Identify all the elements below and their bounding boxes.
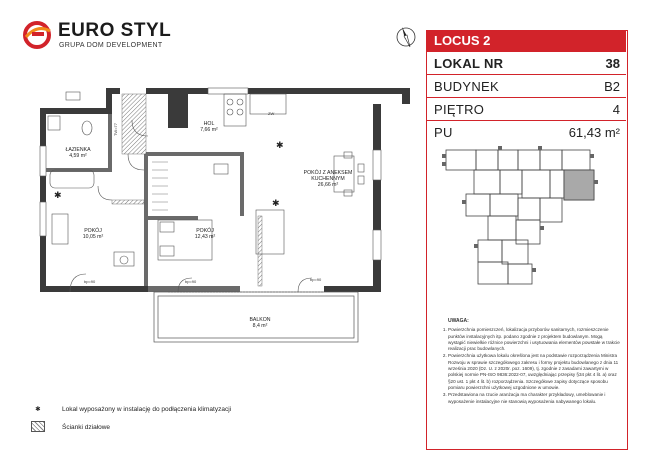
legend-row-partition: Ścianki działowe [30, 418, 290, 436]
info-value: B2 [604, 78, 620, 94]
bathtub [49, 169, 95, 189]
notes-title: UWAGA: [448, 318, 469, 324]
room-area: 8,4 m² [252, 323, 268, 329]
room-pokoj-1: POKÓJ 10,05 m² [73, 228, 113, 240]
note-item: Powierzchnia pomieszczeń, lokalizacja pr… [448, 327, 620, 352]
info-value: 4 [612, 101, 620, 117]
asterisk-icon: ✱ [35, 406, 41, 413]
wall [40, 108, 46, 292]
hatch-icon [31, 420, 45, 432]
legend: ✱ Lokal wyposażony w instalację do podłą… [30, 400, 290, 436]
room-area: 4,59 m² [69, 153, 87, 159]
room-name: POKÓJ Z ANEKSEM KUCHENNYM [303, 170, 353, 182]
balcony-outline [153, 291, 359, 343]
asterisk-icon: ✱ [272, 199, 280, 209]
info-row-pu: PU 61,43 m² [426, 121, 626, 143]
info-label: PU [434, 124, 453, 140]
info-label: PIĘTRO [434, 101, 485, 117]
logo-subtitle: GRUPA DOM DEVELOPMENT [59, 42, 163, 49]
desk-chair [213, 163, 229, 175]
room-area: 10,05 m² [82, 234, 104, 240]
room-area: 26,66 m² [317, 182, 339, 188]
info-value: 61,43 m² [568, 124, 620, 140]
kitchen-counter [223, 93, 247, 127]
bed-single [51, 213, 69, 245]
logo-name: EURO STYL [58, 20, 172, 41]
legend-text: Ścianki działowe [62, 423, 111, 431]
room-pokoj-2: POKÓJ 12,43 m² [185, 228, 225, 240]
floor-plan: ✱ ✱ ✱ [39, 87, 410, 343]
info-label: BUDYNEK [434, 78, 499, 94]
room-lazienka: ŁAZIENKA 4,59 m² [58, 147, 98, 159]
wall [40, 108, 112, 114]
note-item: Powierzchnia użytkowa lokalu określona j… [448, 353, 620, 391]
shaft-tag: TW=77 [113, 122, 119, 137]
radiator [65, 91, 81, 101]
sofa [255, 209, 285, 255]
logo-mark-icon [23, 21, 51, 49]
info-row-pietro: PIĘTRO 4 [426, 98, 626, 121]
building-key-plan [442, 146, 598, 285]
info-row-budynek: BUDYNEK B2 [426, 75, 626, 98]
wall [324, 286, 381, 292]
shaft [168, 88, 188, 128]
asterisk-icon: ✱ [276, 141, 284, 151]
project-title: LOCUS 2 [426, 30, 626, 52]
zw-tag: ZW [268, 111, 275, 116]
note-item: Przedstawiona na rzucie aranżacja ma cha… [448, 392, 620, 405]
toilet [81, 120, 93, 136]
room-name: HOL [203, 121, 215, 127]
room-name: BALKON [249, 317, 271, 323]
asterisk-icon: ✱ [54, 191, 62, 201]
room-balkon: BALKON 8,4 m² [240, 317, 280, 329]
brand-logo: EURO STYL GRUPA DOM DEVELOPMENT [22, 18, 182, 58]
room-hol: HOL 7,66 m² [189, 121, 229, 133]
notes-section: UWAGA: Powierzchnia pomieszczeń, lokaliz… [432, 318, 620, 406]
washbasin [47, 115, 61, 131]
wall [146, 88, 408, 94]
room-name: ŁAZIENKA [65, 147, 91, 153]
kitchen-sink [249, 93, 287, 115]
bed [157, 219, 213, 261]
compass-icon [396, 27, 416, 48]
unit-info-panel: LOCUS 2 LOKAL NR 38 BUDYNEK B2 PIĘTRO 4 … [426, 30, 626, 143]
wall [402, 88, 410, 104]
room-name: POKÓJ [84, 228, 102, 234]
door-tag: bp=90 [185, 279, 197, 284]
room-salon: POKÓJ Z ANEKSEM KUCHENNYM 26,66 m² [302, 170, 354, 188]
wall [106, 88, 120, 94]
room-area: 7,66 m² [200, 127, 218, 133]
info-label: LOKAL NR [434, 55, 504, 71]
wall [106, 88, 112, 114]
info-row-lokal: LOKAL NR 38 [426, 52, 626, 75]
wall [373, 104, 381, 292]
desk [113, 251, 135, 267]
room-area: 12,43 m² [194, 234, 216, 240]
info-value: 38 [605, 55, 620, 71]
legend-row-aircon: ✱ Lokal wyposażony w instalację do podłą… [30, 400, 290, 418]
door-tag: bp=90 [84, 279, 96, 284]
door-tag: bp=90 [310, 277, 322, 282]
room-name: POKÓJ [196, 228, 214, 234]
legend-text: Lokal wyposażony w instalację do podłącz… [62, 405, 232, 413]
wall [40, 286, 150, 292]
